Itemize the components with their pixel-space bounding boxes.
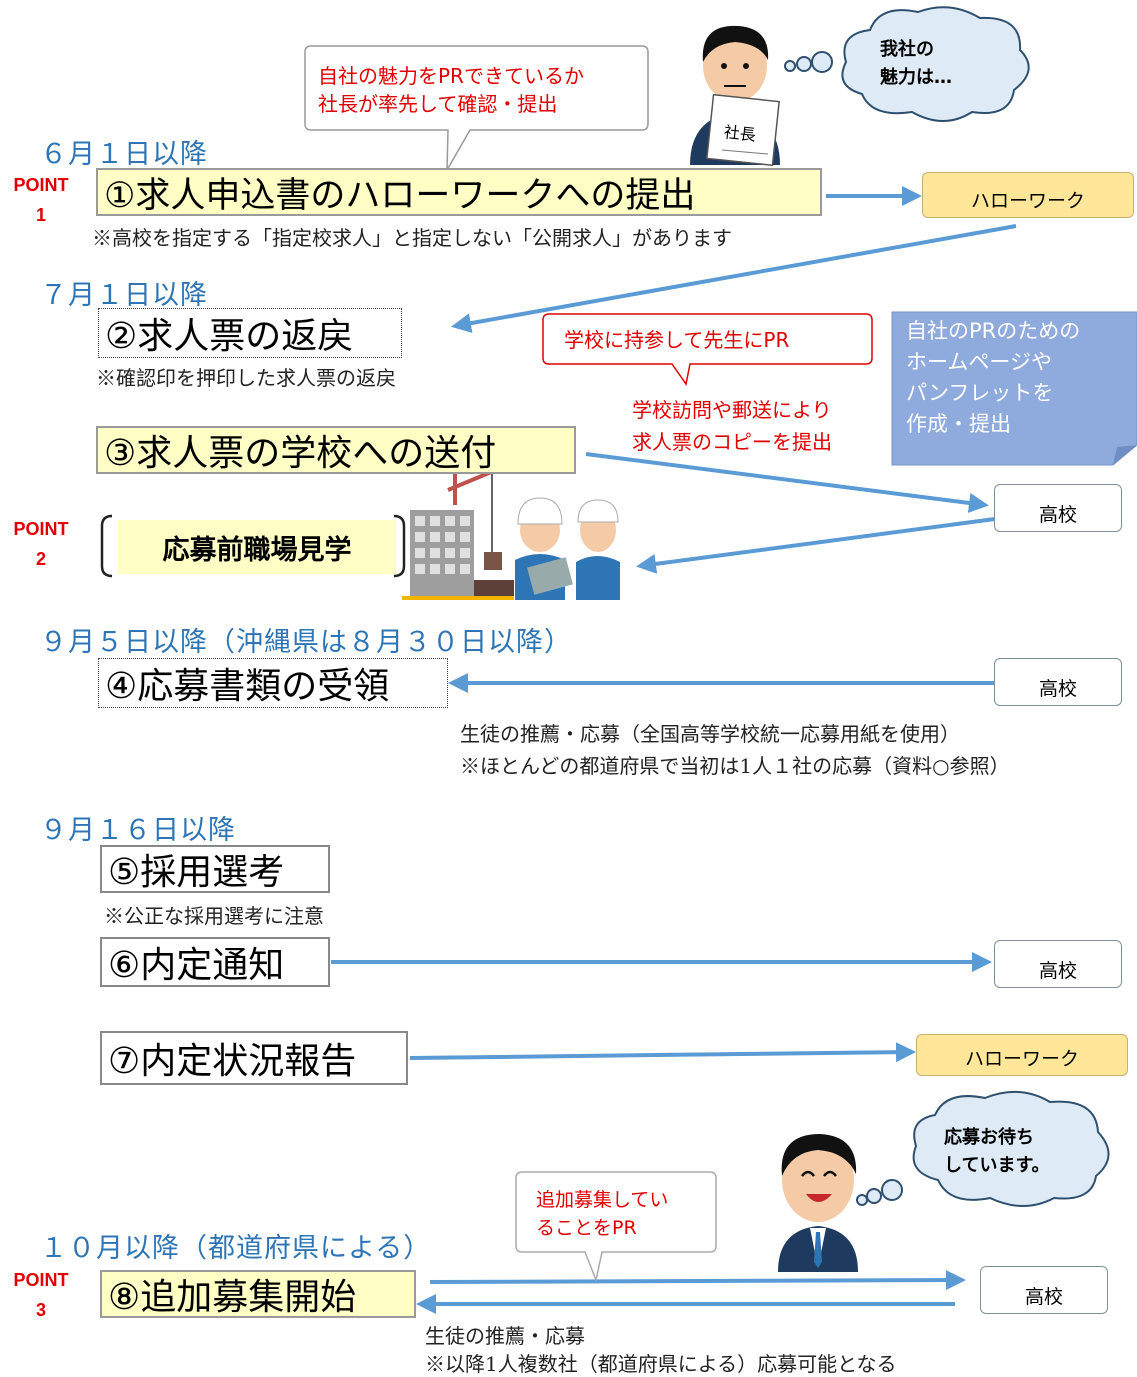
step-7-offer-status-report: ⑦内定状況報告 <box>100 1031 408 1085</box>
arrow-step8-to-school <box>429 1270 966 1291</box>
president-illustration <box>690 25 780 167</box>
date-july-1: ７月１日以降 <box>40 280 208 311</box>
speech-bubble-additional <box>515 1171 717 1283</box>
pr-note-text: 自社のPRのための ホームページや パンフレットを 作成・提出 <box>906 316 1080 440</box>
note-step-4-line-2: ※ほとんどの都道府県で当初は1人１社の応募（資料○参照） <box>460 754 1010 778</box>
thought-cloud-president <box>784 6 1030 122</box>
point-2-label: POINT <box>13 519 69 539</box>
cloud-president-text: 我社の 魅力は… <box>880 36 952 92</box>
visit-bracket-right <box>393 514 406 578</box>
school-box-3: 高校 <box>994 940 1122 988</box>
visit-bracket-left <box>100 514 113 578</box>
workplace-visit-label: 応募前職場見学 <box>118 520 396 574</box>
point-1-badge: POINT 1 <box>8 170 74 230</box>
cloud-president-line-2: 魅力は… <box>880 67 952 88</box>
step-5-selection: ⑤採用選考 <box>100 845 330 893</box>
note-step-2: ※確認印を押印した求人票の返戻 <box>96 366 396 390</box>
bubble-additional-line-1: 追加募集してい <box>536 1189 669 1211</box>
arrow-step3-to-school <box>585 452 989 513</box>
step-4-receive-application: ④応募書類の受領 <box>98 658 448 708</box>
date-sept-16: ９月１６日以降 <box>40 815 236 846</box>
arrow-hellowork-to-step2 <box>451 224 1017 334</box>
step-6-offer-notice: ⑥内定通知 <box>100 937 330 987</box>
note-step-8-line-1: 生徒の推薦・応募 <box>425 1324 585 1348</box>
note-step-4-line-1: 生徒の推薦・応募（全国高等学校統一応募用紙を使用） <box>460 722 960 746</box>
president-paper-text: 社長 <box>722 122 757 145</box>
point-3-badge: POINT 3 <box>8 1265 74 1325</box>
cloud-president-line-1: 我社の <box>880 39 934 60</box>
school-visit-note-line-2: 求人票のコピーを提出 <box>632 430 832 454</box>
pr-note-line-3: パンフレットを <box>906 381 1054 405</box>
bubble-additional-line-2: ることをPR <box>536 1217 637 1239</box>
bubble-president-text: 自社の魅力をPRできているか 社長が率先して確認・提出 <box>318 62 584 118</box>
note-step-5: ※公正な採用選考に注意 <box>104 904 324 928</box>
pr-note-line-2: ホームページや <box>906 350 1052 374</box>
speech-bubble-school-pr <box>542 313 873 386</box>
bubble-president-line-2: 社長が率先して確認・提出 <box>318 92 558 116</box>
construction-site-illustration <box>402 468 620 600</box>
school-visit-note-line-1: 学校訪問や郵送により <box>632 398 832 422</box>
recruiter-illustration <box>778 1134 858 1272</box>
bubble-school-pr-text: 学校に持参して先生にPR <box>564 328 790 352</box>
date-june-1: ６月１日以降 <box>40 139 208 170</box>
hellowork-box-1: ハローワーク <box>922 172 1134 218</box>
point-3-number: 3 <box>35 1300 46 1320</box>
point-1-number: 1 <box>35 205 46 225</box>
cloud-recruiter-text: 応募お待ち しています。 <box>944 1124 1050 1180</box>
point-3-label: POINT <box>13 1270 69 1290</box>
step-8-additional-recruitment: ⑧追加募集開始 <box>100 1270 416 1318</box>
step-2-job-slip-return: ②求人票の返戻 <box>98 308 402 358</box>
school-box-2: 高校 <box>994 658 1122 706</box>
bubble-president-line-1: 自社の魅力をPRできているか <box>318 64 584 88</box>
step-1-job-application-submission: ①求人申込書のハローワークへの提出 <box>96 168 822 216</box>
pr-note-line-1: 自社のPRのための <box>906 319 1081 343</box>
date-sept-5: ９月５日以降（沖縄県は８月３０日以降） <box>40 627 572 658</box>
speech-bubble-president <box>304 45 649 171</box>
point-1-label: POINT <box>13 175 69 195</box>
school-box-4: 高校 <box>980 1266 1108 1314</box>
school-box-1: 高校 <box>994 484 1122 532</box>
thought-cloud-recruiter <box>856 1090 1110 1207</box>
pr-note-line-4: 作成・提出 <box>906 412 1011 436</box>
point-2-badge: POINT 2 <box>8 514 74 574</box>
hellowork-box-2: ハローワーク <box>916 1034 1128 1076</box>
step-3-send-to-school: ③求人票の学校への送付 <box>96 426 576 474</box>
note-step-1: ※高校を指定する「指定校求人」と指定しない「公開求人」があります <box>92 226 732 250</box>
arrow-step7-to-hellowork <box>409 1042 916 1063</box>
date-october: １０月以降（都道府県による） <box>40 1233 432 1264</box>
bubble-additional-text: 追加募集してい ることをPR <box>536 1186 668 1242</box>
cloud-recruiter-line-2: しています。 <box>944 1155 1050 1176</box>
arrow-school-to-visit <box>636 515 1011 574</box>
cloud-recruiter-line-1: 応募お待ち <box>944 1127 1034 1148</box>
school-visit-note: 学校訪問や郵送により 求人票のコピーを提出 <box>632 394 832 458</box>
point-2-number: 2 <box>35 549 46 569</box>
note-step-8-line-2: ※以降1人複数社（都道府県による）応募可能となる <box>425 1352 897 1376</box>
